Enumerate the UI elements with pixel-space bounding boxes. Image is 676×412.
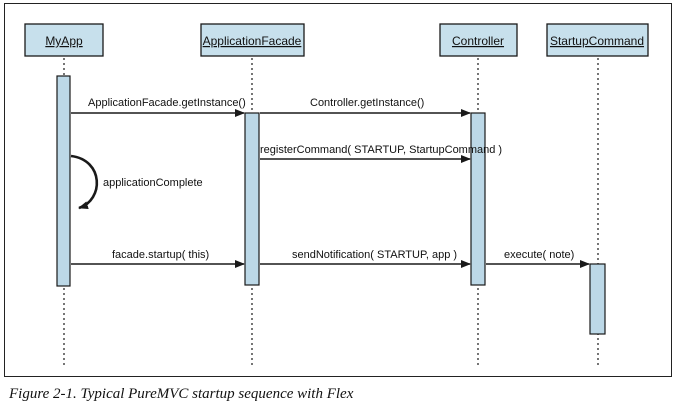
sequence-diagram: MyApp ApplicationFacade Controller Start… (24, 23, 649, 368)
activation-applicationfacade (244, 112, 260, 286)
diagram-frame (4, 3, 672, 377)
activation-startupcommand (589, 263, 606, 335)
participant-startupcommand: StartupCommand (546, 23, 649, 57)
participant-controller: Controller (439, 23, 518, 57)
participant-startupcommand-label: StartupCommand (550, 34, 644, 48)
self-message-arrow-applicationcomplete (70, 154, 99, 210)
participant-applicationfacade-label: ApplicationFacade (203, 34, 302, 48)
activation-controller (470, 112, 486, 286)
message-label-applicationcomplete: applicationComplete (103, 177, 203, 189)
participant-myapp-label: MyApp (45, 34, 83, 48)
participant-controller-label: Controller (452, 34, 504, 48)
message-label-sendnotification: sendNotification( STARTUP, app ) (292, 249, 457, 261)
message-label-execute: execute( note) (504, 249, 574, 261)
participant-applicationfacade: ApplicationFacade (200, 23, 305, 57)
message-label-facade-startup: facade.startup( this) (112, 249, 209, 261)
figure-caption: Figure 2-1. Typical PureMVC startup sequ… (9, 386, 354, 402)
message-label-getinstance-facade: ApplicationFacade.getInstance() (88, 97, 246, 109)
participant-myapp: MyApp (24, 23, 104, 57)
message-label-getinstance-controller: Controller.getInstance() (310, 97, 424, 109)
message-label-registercommand: registerCommand( STARTUP, StartupCommand… (260, 144, 502, 156)
activation-myapp (56, 75, 71, 287)
